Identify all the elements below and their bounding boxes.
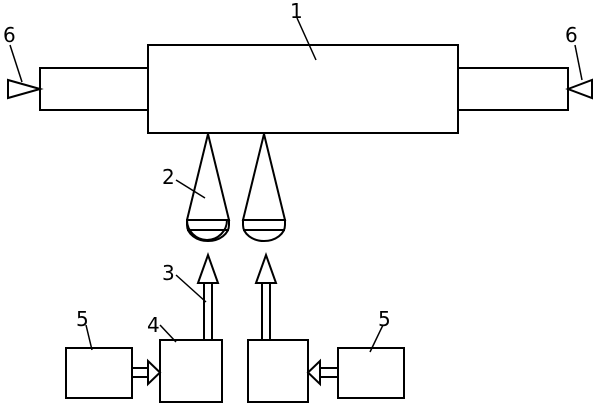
label-5-right: 5 xyxy=(378,307,391,331)
nozzle-left xyxy=(185,133,231,242)
label-6-left: 6 xyxy=(3,23,16,47)
control-unit-right xyxy=(247,339,309,403)
leader-line-1 xyxy=(296,17,317,61)
arrow-left-to-control xyxy=(132,358,162,387)
control-unit-left xyxy=(159,339,223,403)
left-shaft xyxy=(39,67,149,111)
pipe-right xyxy=(254,252,278,340)
leader-line-4 xyxy=(159,324,177,343)
leader-line-5-right xyxy=(369,324,384,353)
leader-line-3 xyxy=(175,274,207,303)
leader-line-6-left xyxy=(9,44,23,83)
source-box-right xyxy=(337,347,405,399)
right-shaft xyxy=(457,67,569,111)
leader-line-6-right xyxy=(574,44,583,81)
leader-line-2 xyxy=(175,179,206,199)
label-6-right: 6 xyxy=(565,23,578,47)
label-5-left: 5 xyxy=(76,307,89,331)
label-3: 3 xyxy=(162,261,175,285)
left-end-cone xyxy=(7,78,44,100)
label-4: 4 xyxy=(147,313,160,337)
leader-line-5-left xyxy=(85,324,93,351)
arrow-right-to-control xyxy=(306,358,338,387)
main-body xyxy=(147,44,459,134)
nozzle-right xyxy=(241,133,287,242)
pipe-left xyxy=(196,252,220,340)
label-2: 2 xyxy=(162,165,175,189)
right-end-cone xyxy=(565,78,593,100)
label-1: 1 xyxy=(290,0,303,23)
source-box-left xyxy=(65,347,133,399)
